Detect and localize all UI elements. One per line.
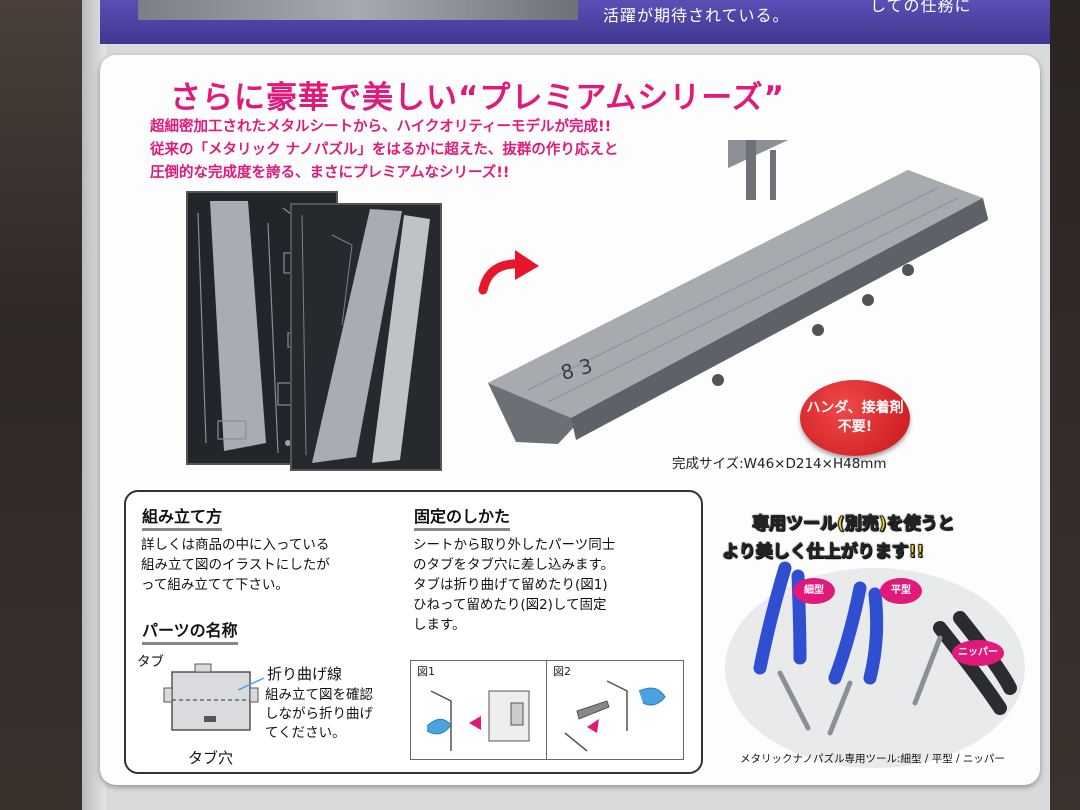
assembly-line: 詳しくは商品の中に入っている <box>141 537 330 553</box>
figure-1-art <box>426 690 530 751</box>
figure-1: 図1 <box>410 660 548 760</box>
figure-2-art <box>564 680 666 752</box>
tab-label: タブ <box>137 654 164 670</box>
tools-section: 細型 平型 ニッパー <box>710 498 1030 778</box>
figure-2-label: 図2 <box>553 665 571 678</box>
description-line: 圧倒的な完成度を誇る、まさにプレミアムなシリーズ!! <box>150 165 510 181</box>
fold-note: しながら折り曲げ <box>265 706 373 722</box>
finished-size: 完成サイズ:W46×D214×H48mm <box>672 456 887 472</box>
assembly-heading: 組み立て方 <box>142 503 223 531</box>
parts-diagram-icon <box>163 663 265 731</box>
assembly-text: 詳しくは商品の中に入っている 組み立て図のイラストにしたが って組み立てて下さい… <box>141 535 330 595</box>
fixing-line: のタブをタブ穴に差し込みます。 <box>413 557 615 573</box>
tools-headline-1: 専用ツール(別売)を使うと <box>752 514 956 535</box>
fold-notes: 組み立て図を確認 しながら折り曲げ てください。 <box>265 686 373 743</box>
top-banner-text: 活躍が期待されている。 <box>603 6 790 25</box>
tab-hole-label: タブ穴 <box>188 749 234 767</box>
ship-model-image: 8 3 <box>488 140 988 444</box>
description-line: 従来の「メタリック ナノパズル」をはるかに超えた、抜群の作り応えと <box>150 142 619 158</box>
fixing-text: シートから取り外したパーツ同士 のタブをタブ穴に差し込みます。 タブは折り曲げて… <box>413 535 615 635</box>
figure-1-label: 図1 <box>417 665 435 678</box>
red-arrow-icon <box>478 250 539 295</box>
parts-heading: パーツの名称 <box>142 617 238 645</box>
tools-headline-2: より美しく仕上がります!! <box>721 542 925 563</box>
fixing-line: ひねって留めたり(図2)して固定 <box>413 597 607 613</box>
fold-note: てください。 <box>265 725 346 741</box>
assembly-line: って組み立てて下さい。 <box>141 577 289 593</box>
top-photo <box>138 0 578 20</box>
top-banner-text-right: しての任務に <box>870 0 972 15</box>
badge-line-1: ハンダ、接着剤 <box>806 400 904 416</box>
tool-tag-flat: 平型 <box>880 578 922 604</box>
description-line: 超細密加工されたメタルシートから、ハイクオリティーモデルが完成!! <box>150 119 612 135</box>
fixing-line: シートから取り外したパーツ同士 <box>413 537 616 553</box>
section-description: 超細密加工されたメタルシートから、ハイクオリティーモデルが完成!! 従来の「メタ… <box>150 116 618 185</box>
fixing-line: タブは折り曲げて留めたり(図1) <box>413 577 608 593</box>
fixing-heading: 固定のしかた <box>414 503 511 531</box>
no-glue-badge: ハンダ、接着剤 不要! <box>800 380 910 456</box>
fold-note: 組み立て図を確認 <box>265 687 373 703</box>
tool-tag-nipper: ニッパー <box>952 640 1004 666</box>
figure-2: 図2 <box>546 660 684 760</box>
section-title: さらに豪華で美しい“プレミアムシリーズ” <box>170 80 786 116</box>
fixing-line: します。 <box>413 617 466 633</box>
fold-line-label: 折り曲げ線 <box>267 665 343 683</box>
tools-caption: メタリックナノパズル専用ツール:細型 / 平型 / ニッパー <box>740 753 1005 765</box>
badge-line-2: 不要! <box>837 419 873 435</box>
tool-tag-slim: 細型 <box>793 578 835 604</box>
assembly-line: 組み立て図のイラストにしたが <box>141 557 330 573</box>
metal-sheet-back-art <box>292 205 440 469</box>
metal-sheet-back <box>290 203 442 471</box>
